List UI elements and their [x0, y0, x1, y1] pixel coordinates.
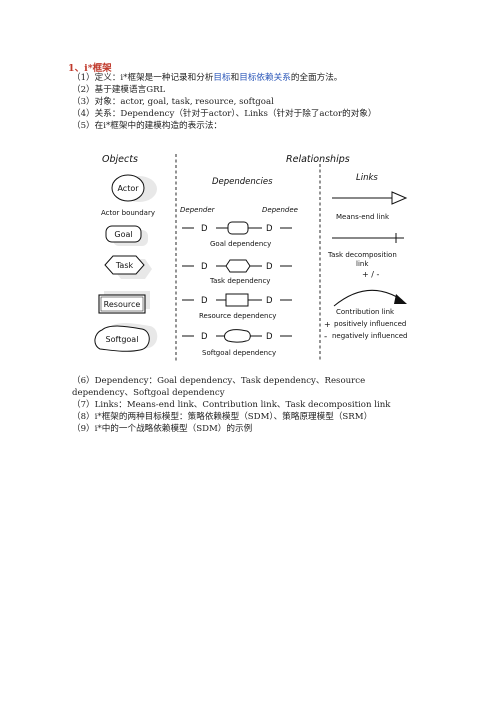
softgoal-dependency-label: Softgoal dependency: [202, 349, 276, 357]
dependee-label: Dependee: [262, 206, 298, 214]
d-resource-left: D: [201, 296, 208, 306]
means-end-label: Means-end link: [336, 213, 390, 221]
positive-sign: +: [324, 320, 331, 329]
item-4: （4）关系：Dependency（针对于actor）、Links（针对于除了ac…: [72, 109, 377, 119]
softgoal-symbol: Softgoal: [94, 323, 158, 352]
item-1-text-a: （1）定义：i*框架是一种记录和分析: [72, 73, 214, 83]
item-2: （2）基于建模语言GRL: [72, 85, 166, 95]
actor-symbol: Actor: [111, 174, 157, 202]
positive-label: positively influenced: [334, 320, 406, 328]
negative-sign: -: [324, 332, 327, 342]
section-heading: 1、i*框架: [68, 63, 112, 74]
actor-boundary-label: Actor boundary: [101, 209, 155, 217]
relationships-title: Relationships: [286, 154, 350, 165]
resource-symbol: Resource: [98, 291, 150, 314]
goal-symbol: Goal: [105, 225, 148, 246]
item-5: （5）在i*框架中的建模构造的表示法：: [72, 121, 223, 131]
resource-label: Resource: [104, 300, 141, 309]
item-3: （3）对象：actor, goal, task, resource, softg…: [72, 97, 274, 107]
contribution-curve: [333, 289, 403, 307]
negative-label: negatively influenced: [332, 332, 408, 340]
d-goal-right: D: [266, 224, 273, 234]
item-1: （1）定义：i*框架是一种记录和分析目标和目标依赖关系的全面方法。: [72, 72, 342, 84]
task-symbol: Task: [104, 255, 152, 279]
d-goal-left: D: [201, 224, 208, 234]
item-9: （9）i*中的一个战略依赖模型（SDM）的示例: [72, 424, 253, 434]
depender-label: Depender: [180, 206, 216, 214]
goal-dependency-label: Goal dependency: [210, 240, 271, 248]
d-task-left: D: [201, 262, 208, 272]
item-6: （6）Dependency：Goal dependency、Task depen…: [72, 376, 366, 398]
item-1-link-goal-dependency[interactable]: 目标依赖关系: [239, 73, 291, 83]
dependencies-title: Dependencies: [212, 177, 273, 187]
actor-label: Actor: [117, 184, 139, 193]
contribution-arrowhead: [394, 294, 407, 304]
contribution-label: Contribution link: [336, 308, 395, 316]
item-8: （8）i*框架的两种目标模型：策略依赖模型（SDM）、策略原理模型（SRM）: [72, 412, 373, 422]
means-end-arrowhead: [391, 191, 408, 205]
task-dependency-label: Task dependency: [209, 277, 270, 285]
goal-label: Goal: [114, 230, 132, 239]
task-decomposition-label-2: link: [356, 260, 369, 268]
item-1-text-e: 的全面方法。: [290, 73, 343, 83]
d-softgoal-right: D: [266, 332, 273, 342]
task-decomposition-label-1: Task decomposition: [327, 251, 397, 259]
d-resource-right: D: [266, 296, 273, 306]
objects-title: Objects: [102, 154, 138, 165]
istar-notation-figure: Objects Relationships Dependencies Links…: [80, 150, 420, 365]
resource-dependency-label: Resource dependency: [199, 312, 276, 320]
plus-minus-label: + / -: [362, 270, 379, 279]
item-1-link-goal[interactable]: 目标: [213, 73, 231, 83]
softgoal-label: Softgoal: [106, 335, 139, 344]
item-7: （7）Links：Means-end link、Contribution lin…: [72, 400, 391, 410]
d-softgoal-left: D: [201, 332, 208, 342]
task-label: Task: [115, 261, 134, 270]
d-task-right: D: [266, 262, 273, 272]
notation-diagram: Objects Relationships Dependencies Links…: [94, 154, 408, 362]
item-1-text-c: 和: [230, 73, 240, 83]
links-title: Links: [356, 173, 378, 183]
